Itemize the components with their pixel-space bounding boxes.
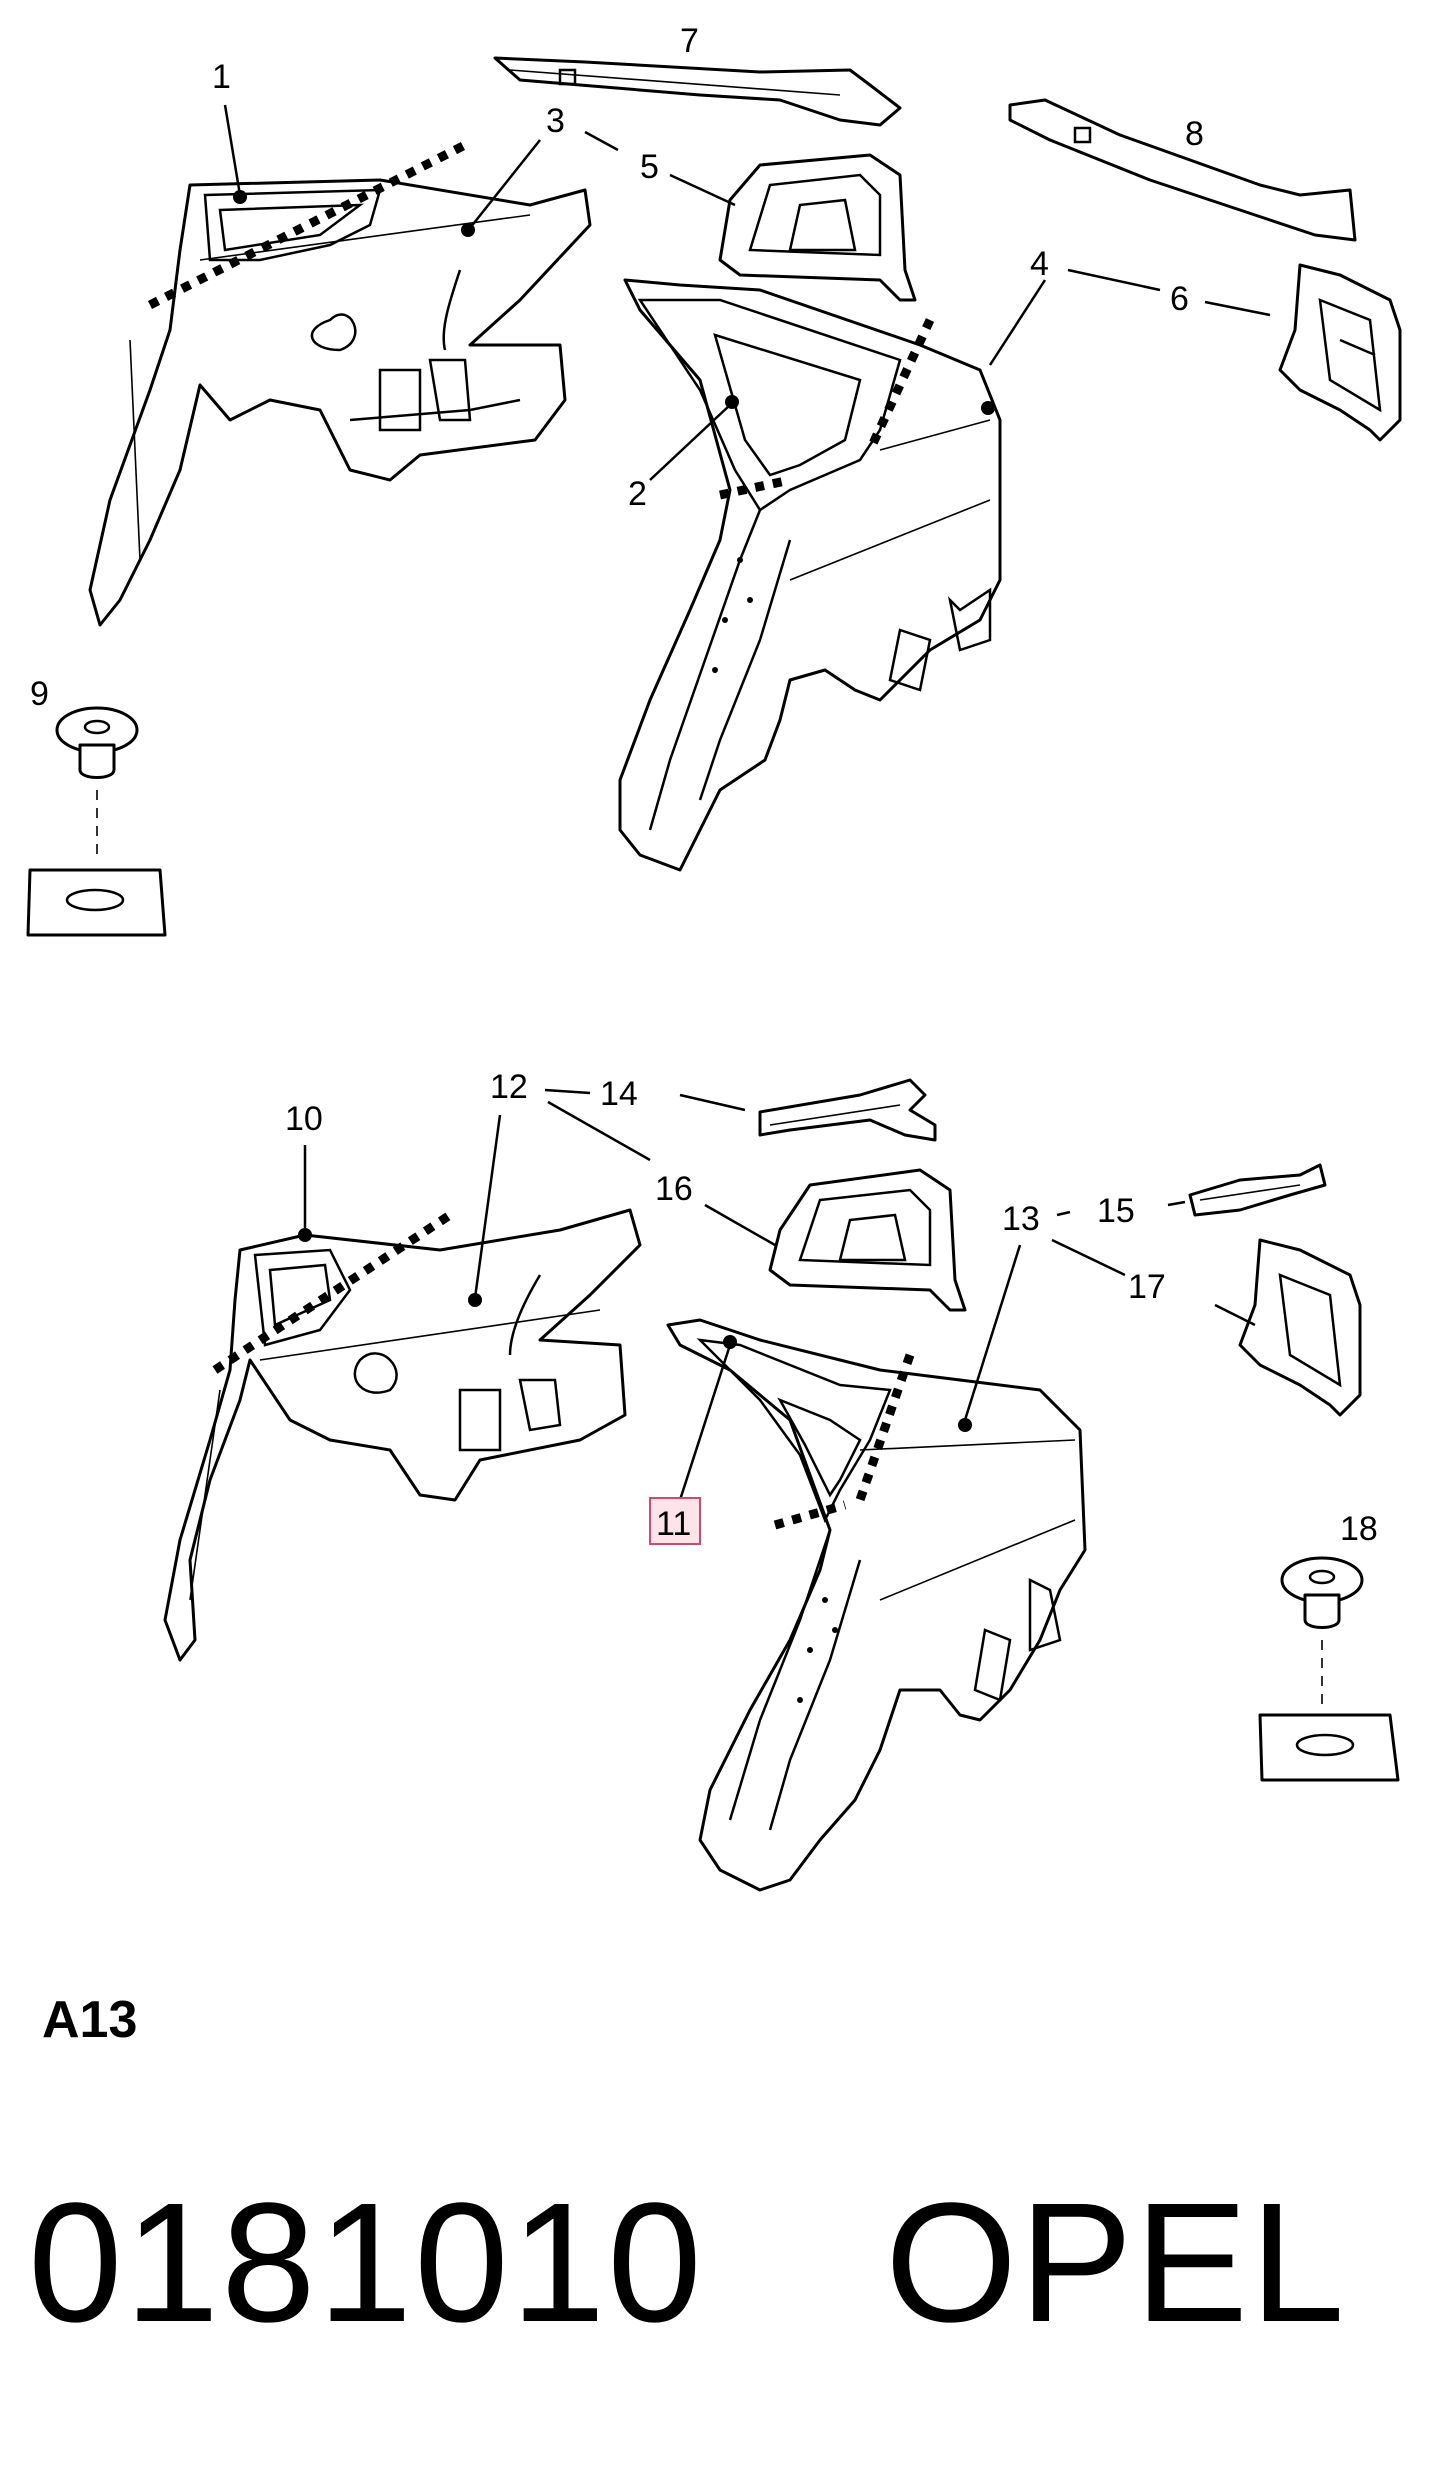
part-roof-rail-bottom (758, 1078, 937, 1142)
cut-line-bottom-centre-a (855, 1353, 915, 1502)
brand-name: OPEL (885, 2168, 1347, 2358)
part-rear-rail-top (1008, 98, 1357, 242)
part-roof-rail-top (493, 56, 902, 127)
callout-13: 13 (1002, 1200, 1040, 1238)
cut-line-bottom-centre-b (773, 1500, 847, 1530)
callout-7: 7 (680, 22, 699, 60)
part-outer-quarter-panel-bottom (666, 1318, 1087, 1892)
cut-line-top-left (147, 140, 468, 310)
callout-14: 14 (600, 1075, 638, 1113)
cut-line-top-centre-b (719, 475, 791, 500)
part-wheelhouse-inner-top (718, 153, 917, 302)
part-outer-quarter-panel-top (618, 278, 1002, 872)
part-number: 0181010 (28, 2168, 704, 2358)
callout-5: 5 (640, 148, 659, 186)
cut-line-top-centre-a (865, 318, 935, 452)
part-clip-top (26, 706, 167, 937)
cut-line-bottom-left (212, 1211, 453, 1374)
part-rear-rail-bottom (1188, 1163, 1327, 1217)
callout-1: 1 (212, 58, 231, 96)
callout-4: 4 (1030, 245, 1049, 283)
part-inner-quarter-panel-top (88, 178, 592, 627)
leader-lines (223, 104, 1271, 1501)
callout-11: 11 (656, 1505, 691, 1543)
callout-12: 12 (490, 1068, 528, 1106)
callout-15: 15 (1097, 1192, 1135, 1230)
part-rear-corner-panel-top (1278, 263, 1402, 442)
callout-10: 10 (285, 1100, 323, 1138)
callout-6: 6 (1170, 280, 1189, 318)
callout-18: 18 (1340, 1510, 1378, 1548)
part-inner-quarter-panel-bottom (163, 1208, 642, 1662)
section-code: A13 (42, 1991, 138, 2049)
part-wheelhouse-inner-bottom (768, 1168, 967, 1312)
callout-8: 8 (1185, 115, 1204, 153)
callout-3: 3 (546, 102, 565, 140)
part-clip-bottom (1258, 1556, 1400, 1782)
callout-17: 17 (1128, 1268, 1166, 1306)
callout-9: 9 (30, 675, 49, 713)
callout-2: 2 (628, 475, 647, 513)
part-rear-corner-panel-bottom (1238, 1238, 1362, 1417)
callout-16: 16 (655, 1170, 693, 1208)
exploded-parts-diagram: 1 2 3 4 5 6 7 8 9 10 11 12 13 14 15 16 1… (26, 22, 1402, 1892)
callout-highlight-box (649, 1497, 701, 1545)
